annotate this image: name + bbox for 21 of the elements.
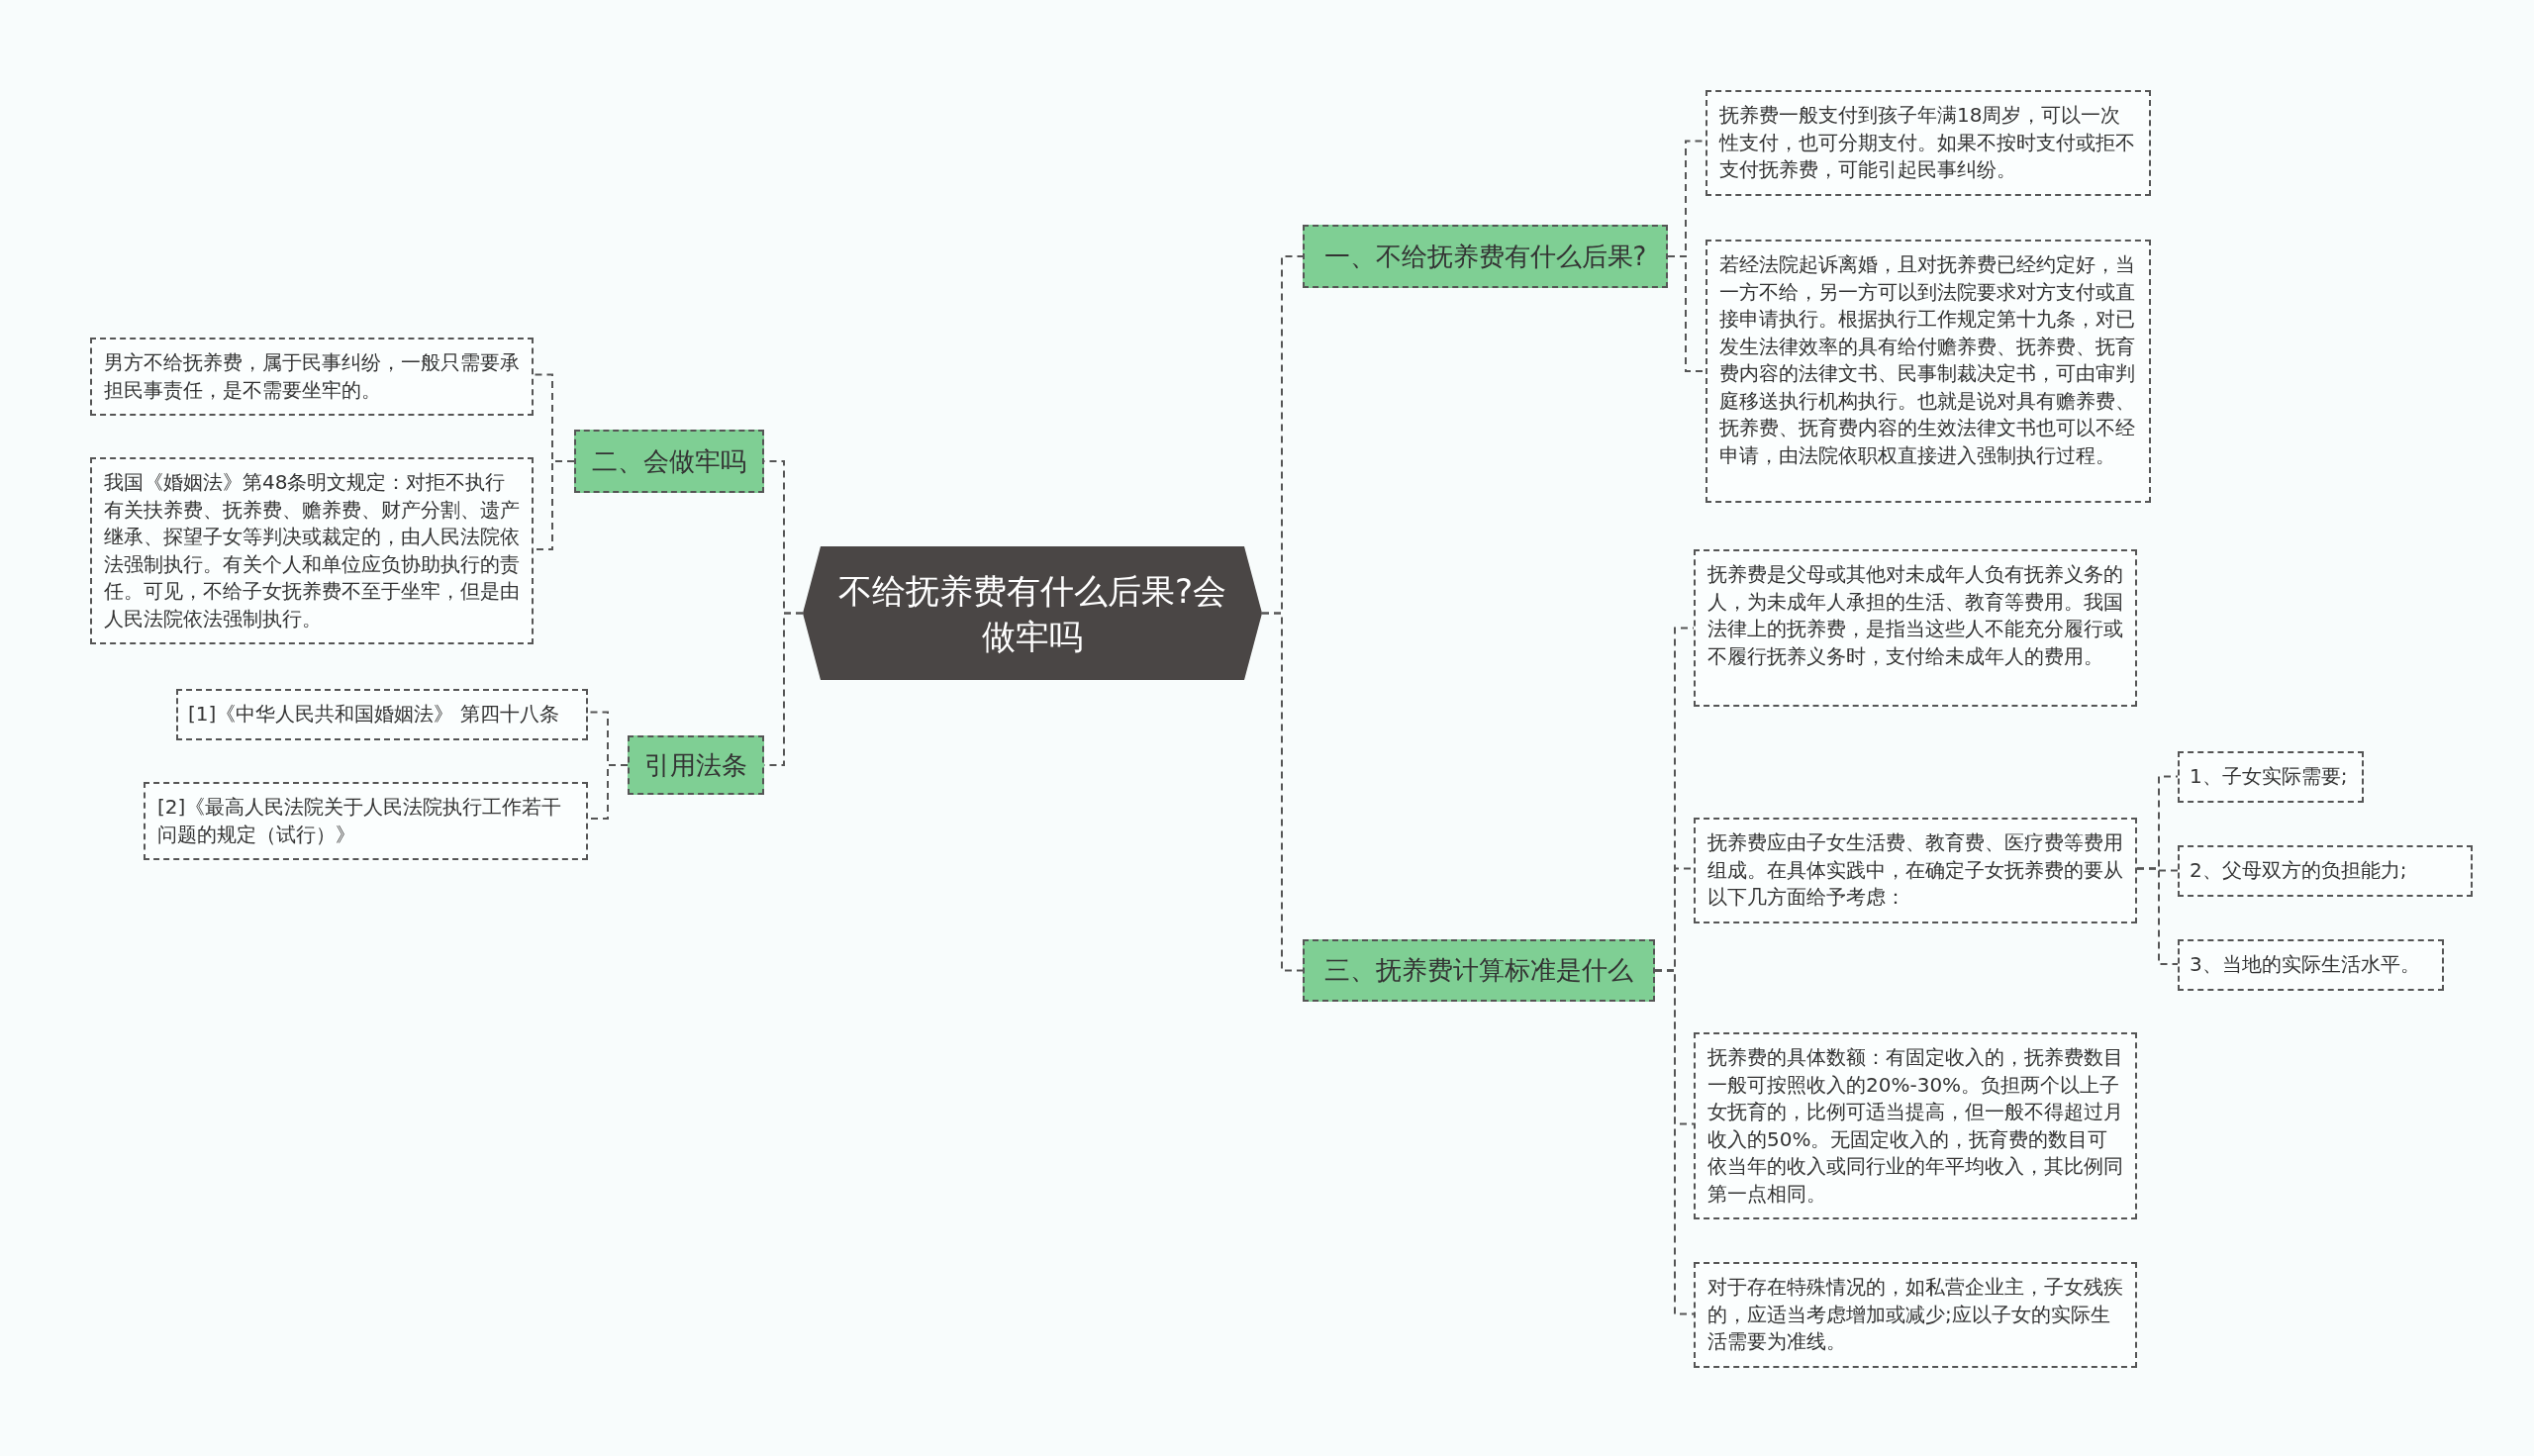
topic-box: 引用法条 [628,735,764,795]
topic-box: 一、不给抚养费有什么后果? [1303,225,1668,288]
central-topic-hexagon: 不给抚养费有什么后果?会做牢吗 [803,546,1262,680]
topic-box: 三、抚养费计算标准是什么 [1303,939,1655,1002]
text-box: 抚养费是父母或其他对未成年人负有抚养义务的人，为未成年人承担的生活、教育等费用。我国法律上的抚养费，是指当这些人不能充分履行或不履行抚养义务时，支付给未成年人的费用。 [1694,549,2137,707]
text-box: [1]《中华人民共和国婚姻法》 第四十八条 [176,689,588,740]
text-box: 2、父母双方的负担能力; [2178,845,2473,897]
connector-line [1654,969,1695,1315]
text-box: 1、子女实际需要; [2178,751,2364,803]
text-box: 3、当地的实际生活水平。 [2178,939,2444,991]
connector-line [2136,867,2179,965]
text-box: 抚养费应由子女生活费、教育费、医疗费等费用组成。在具体实践中，在确定子女抚养费的要从以下几方面给予考虑： [1694,818,2137,923]
text-box: 对于存在特殊情况的，如私营企业主，子女残疾的，应适当考虑增加或减少;应以子女的实际生活需要为准线。 [1694,1262,2137,1368]
connector-line [1261,612,1304,972]
text-box: 我国《婚姻法》第48条明文规定：对拒不执行有关扶养费、抚养费、赡养费、财产分割、遗产继承、探望子女等判决或裁定的，由人民法院依法强制执行。有关个人和单位应负协助执行的责任。可见，不给子女抚养费不至于坐牢，但是由人民法院依法强制执行。 [90,457,534,644]
text-box: 抚养费的具体数额：有固定收入的，抚养费数目一般可按照收入的20%-30%。负担两个以上子女抚育的，比例可适当提高，但一般不得超过月收入的50%。无固定收入的，抚育费的数目可依当年的收入或同行业的年平均收入，其比例同第一点相同。 [1694,1032,2137,1219]
text-box: [2]《最高人民法院关于人民法院执行工作若干问题的规定（试行）》 [144,782,588,860]
text-box: 若经法院起诉离婚，且对抚养费已经约定好，当一方不给，另一方可以到法院要求对方支付或直接申请执行。根据执行工作规定第十九条，对已发生法律效率的具有给付赡养费、抚养费、抚育费内容的法律文书、民事制裁决定书，可由审判庭移送执行机构执行。也就是说对具有赡养费、抚养费、抚育费内容的生效法律文书也可以不经申请，由法院依职权直接进入强制执行过程。 [1706,240,2151,503]
topic-box: 二、会做牢吗 [574,430,764,493]
text-box: 抚养费一般支付到孩子年满18周岁，可以一次性支付，也可分期支付。如果不按时支付或拒不支付抚养费，可能引起民事纠纷。 [1706,90,2151,196]
text-box: 男方不给抚养费，属于民事纠纷，一般只需要承担民事责任，是不需要坐牢的。 [90,338,534,416]
